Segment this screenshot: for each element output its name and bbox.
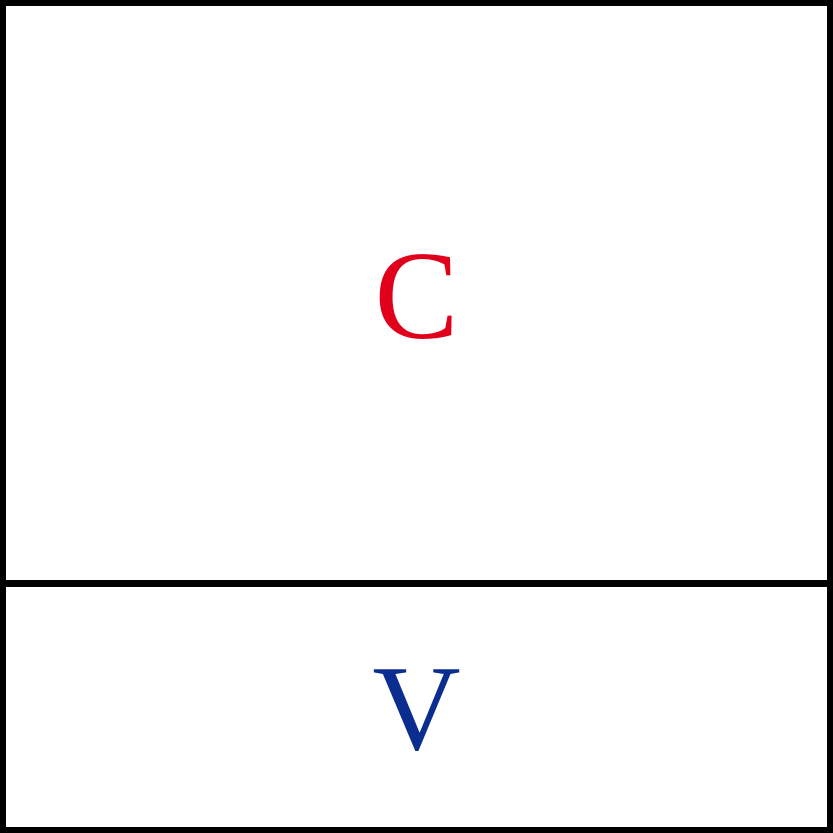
- region-divider: [6, 580, 827, 587]
- bottom-region: V: [6, 587, 827, 827]
- bottom-region-label: V: [372, 641, 461, 776]
- top-region: C: [6, 6, 827, 582]
- top-region-label: C: [374, 227, 459, 366]
